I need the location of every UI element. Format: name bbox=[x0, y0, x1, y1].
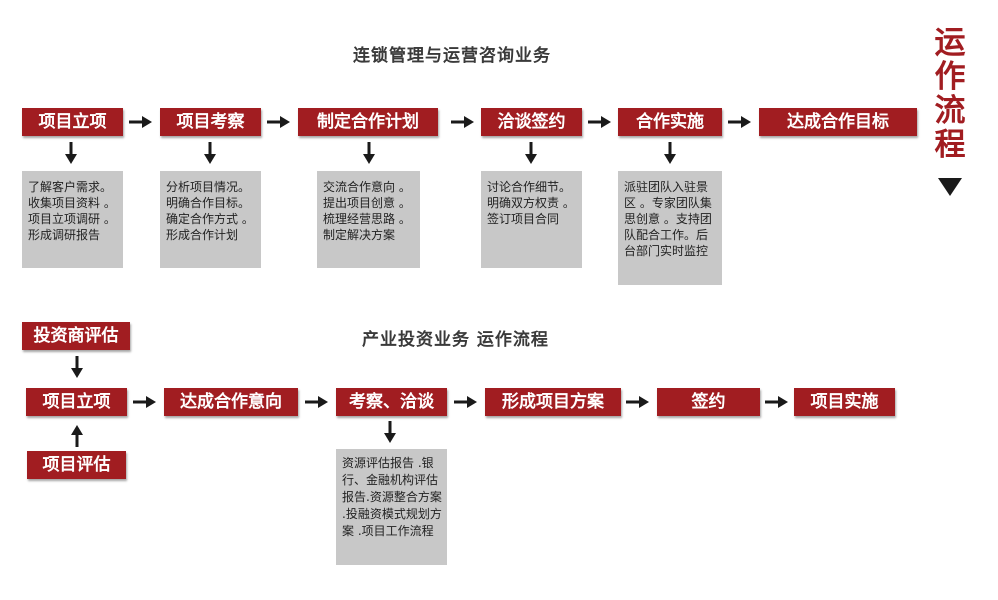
arrow-down-icon bbox=[664, 142, 676, 164]
s1-detail-negotiation-signing: 讨论合作细节。明确双方权责 。签订项目合同 bbox=[481, 171, 582, 268]
arrow-right-icon bbox=[588, 116, 611, 128]
s2-step-project-plan: 形成项目方案 bbox=[485, 388, 621, 416]
side-title-char-1: 运 bbox=[934, 25, 966, 61]
s2-step-signing: 签约 bbox=[657, 388, 760, 416]
s2-detail-inspect-negotiate: 资源评估报告 .银行、金融机构评估报告.资源整合方案 .投融资模式规划方案 .项… bbox=[336, 449, 447, 565]
s1-step-project-inspection: 项目考察 bbox=[160, 108, 261, 136]
arrow-right-icon bbox=[305, 396, 328, 408]
arrow-down-icon bbox=[363, 142, 375, 164]
s2-project-evaluation: 项目评估 bbox=[27, 451, 126, 479]
arrow-up-icon bbox=[71, 425, 83, 447]
s1-step-project-initiation: 项目立项 bbox=[22, 108, 123, 136]
s1-step-negotiation-signing: 洽谈签约 bbox=[481, 108, 582, 136]
arrow-down-icon bbox=[525, 142, 537, 164]
s2-step-project-initiation: 项目立项 bbox=[26, 388, 127, 416]
arrow-right-icon bbox=[133, 396, 156, 408]
arrow-right-icon bbox=[728, 116, 751, 128]
arrow-right-icon bbox=[626, 396, 649, 408]
arrow-right-icon bbox=[267, 116, 290, 128]
arrow-right-icon bbox=[454, 396, 477, 408]
s2-step-inspect-negotiate: 考察、洽谈 bbox=[336, 388, 447, 416]
section2-title: 产业投资业务 运作流程 bbox=[362, 330, 549, 350]
down-triangle-icon bbox=[938, 178, 962, 196]
side-title-char-2: 作 bbox=[934, 59, 966, 95]
s2-investor-evaluation: 投资商评估 bbox=[22, 322, 130, 350]
s2-step-project-implementation: 项目实施 bbox=[794, 388, 895, 416]
arrow-down-icon bbox=[71, 356, 83, 378]
side-title-char-3: 流 bbox=[934, 93, 966, 129]
arrow-right-icon bbox=[129, 116, 152, 128]
side-title-char-4: 程 bbox=[934, 127, 966, 163]
s1-step-implementation: 合作实施 bbox=[618, 108, 722, 136]
arrow-down-icon bbox=[384, 421, 396, 443]
arrow-down-icon bbox=[65, 142, 77, 164]
s1-detail-implementation: 派驻团队入驻景区 。专家团队集思创意 。支持团队配合工作。后台部门实时监控 bbox=[618, 171, 722, 285]
s1-detail-cooperation-plan: 交流合作意向 。提出项目创意 。梳理经营思路 。制定解决方案 bbox=[317, 171, 420, 268]
s1-detail-project-initiation: 了解客户需求。收集项目资料 。项目立项调研 。形成调研报告 bbox=[22, 171, 123, 268]
s1-step-achieve-goal: 达成合作目标 bbox=[759, 108, 917, 136]
s1-step-cooperation-plan: 制定合作计划 bbox=[298, 108, 438, 136]
arrow-right-icon bbox=[765, 396, 788, 408]
side-title: 运 作 流 程 bbox=[928, 26, 972, 162]
arrow-down-icon bbox=[204, 142, 216, 164]
s1-detail-project-inspection: 分析项目情况。明确合作目标。确定合作方式 。形成合作计划 bbox=[160, 171, 261, 268]
section1-title: 连锁管理与运营咨询业务 bbox=[353, 46, 551, 66]
arrow-right-icon bbox=[451, 116, 474, 128]
s2-step-cooperation-intent: 达成合作意向 bbox=[164, 388, 298, 416]
